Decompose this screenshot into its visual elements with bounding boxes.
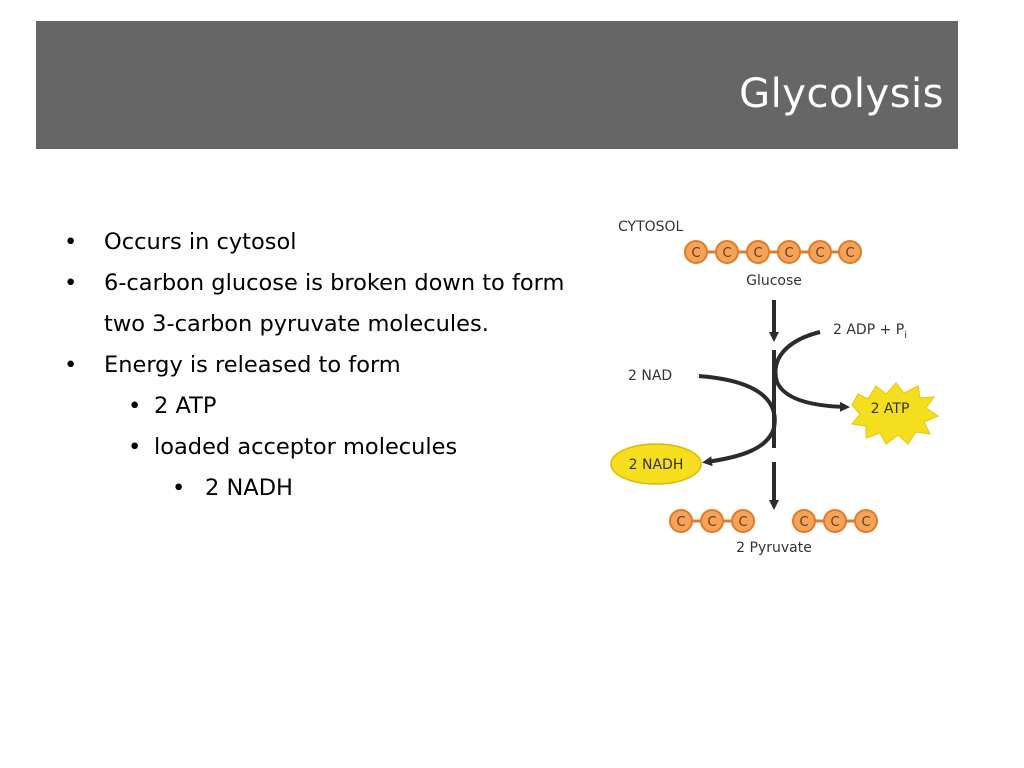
bullet-item: • Energy is released to form bbox=[60, 345, 570, 386]
bullet-marker: • bbox=[64, 352, 78, 378]
svg-text:C: C bbox=[753, 246, 762, 261]
sub-sub-bullet-item: • 2 NADH bbox=[60, 468, 570, 509]
carbon-atom: C bbox=[777, 240, 801, 264]
carbon-atom: C bbox=[684, 240, 708, 264]
bullet-marker: • bbox=[128, 393, 142, 419]
bullet-text: loaded acceptor molecules bbox=[154, 434, 458, 460]
carbon-atom: C bbox=[715, 240, 739, 264]
svg-text:C: C bbox=[830, 515, 839, 530]
svg-text:C: C bbox=[784, 246, 793, 261]
svg-text:C: C bbox=[676, 515, 685, 530]
atp-burst: 2 ATP bbox=[851, 382, 940, 445]
svg-text:C: C bbox=[738, 515, 747, 530]
nad-to-nadh-arrow bbox=[698, 374, 777, 467]
carbon-atom: C bbox=[808, 240, 832, 264]
bullet-item: • Occurs in cytosol bbox=[60, 222, 570, 263]
pyruvate-label: 2 Pyruvate bbox=[736, 540, 812, 556]
carbon-atom: C bbox=[854, 509, 878, 533]
glucose-chain: C C C C C C bbox=[684, 240, 862, 264]
glucose-label: Glucose bbox=[746, 273, 802, 289]
adp-label: 2 ADP + Pi bbox=[833, 322, 907, 341]
svg-text:C: C bbox=[691, 246, 700, 261]
adp-to-atp-arrow bbox=[773, 330, 850, 412]
nad-label: 2 NAD bbox=[628, 368, 672, 384]
atp-label: 2 ATP bbox=[871, 401, 910, 417]
bullet-item: • 6-carbon glucose is broken down to for… bbox=[60, 263, 570, 345]
svg-text:C: C bbox=[815, 246, 824, 261]
carbon-atom: C bbox=[669, 509, 693, 533]
nadh-label: 2 NADH bbox=[629, 457, 684, 473]
title-bar: Glycolysis bbox=[36, 21, 958, 149]
svg-text:C: C bbox=[845, 246, 854, 261]
pyruvate-chain-left: C C C bbox=[669, 509, 755, 533]
bullet-marker: • bbox=[64, 229, 78, 255]
carbon-atom: C bbox=[700, 509, 724, 533]
carbon-atom: C bbox=[746, 240, 770, 264]
carbon-atom: C bbox=[823, 509, 847, 533]
bullet-text: 2 NADH bbox=[205, 475, 293, 501]
slide-title: Glycolysis bbox=[739, 71, 944, 117]
carbon-atom: C bbox=[792, 509, 816, 533]
svg-text:C: C bbox=[799, 515, 808, 530]
cytosol-label: CYTOSOL bbox=[618, 219, 684, 235]
pyruvate-chain-right: C C C bbox=[792, 509, 878, 533]
bullet-marker: • bbox=[64, 270, 78, 296]
bullet-list: • Occurs in cytosol • 6-carbon glucose i… bbox=[60, 222, 570, 509]
bullet-marker: • bbox=[128, 434, 142, 460]
svg-text:C: C bbox=[707, 515, 716, 530]
nadh-blob: 2 NADH bbox=[610, 443, 702, 485]
sub-bullet-item: • loaded acceptor molecules bbox=[60, 427, 570, 468]
svg-text:C: C bbox=[861, 515, 870, 530]
bullet-text: Occurs in cytosol bbox=[104, 229, 297, 255]
glycolysis-diagram: CYTOSOL C C C C C C Glucose 2 ADP + Pi 2… bbox=[610, 219, 940, 556]
svg-text:C: C bbox=[722, 246, 731, 261]
sub-bullet-item: • 2 ATP bbox=[60, 386, 570, 427]
carbon-atom: C bbox=[838, 240, 862, 264]
carbon-atom: C bbox=[731, 509, 755, 533]
bullet-text: 2 ATP bbox=[154, 393, 217, 419]
bullet-text: 6-carbon glucose is broken down to form … bbox=[104, 270, 565, 337]
bullet-text: Energy is released to form bbox=[104, 352, 401, 378]
bullet-marker: • bbox=[172, 475, 186, 501]
